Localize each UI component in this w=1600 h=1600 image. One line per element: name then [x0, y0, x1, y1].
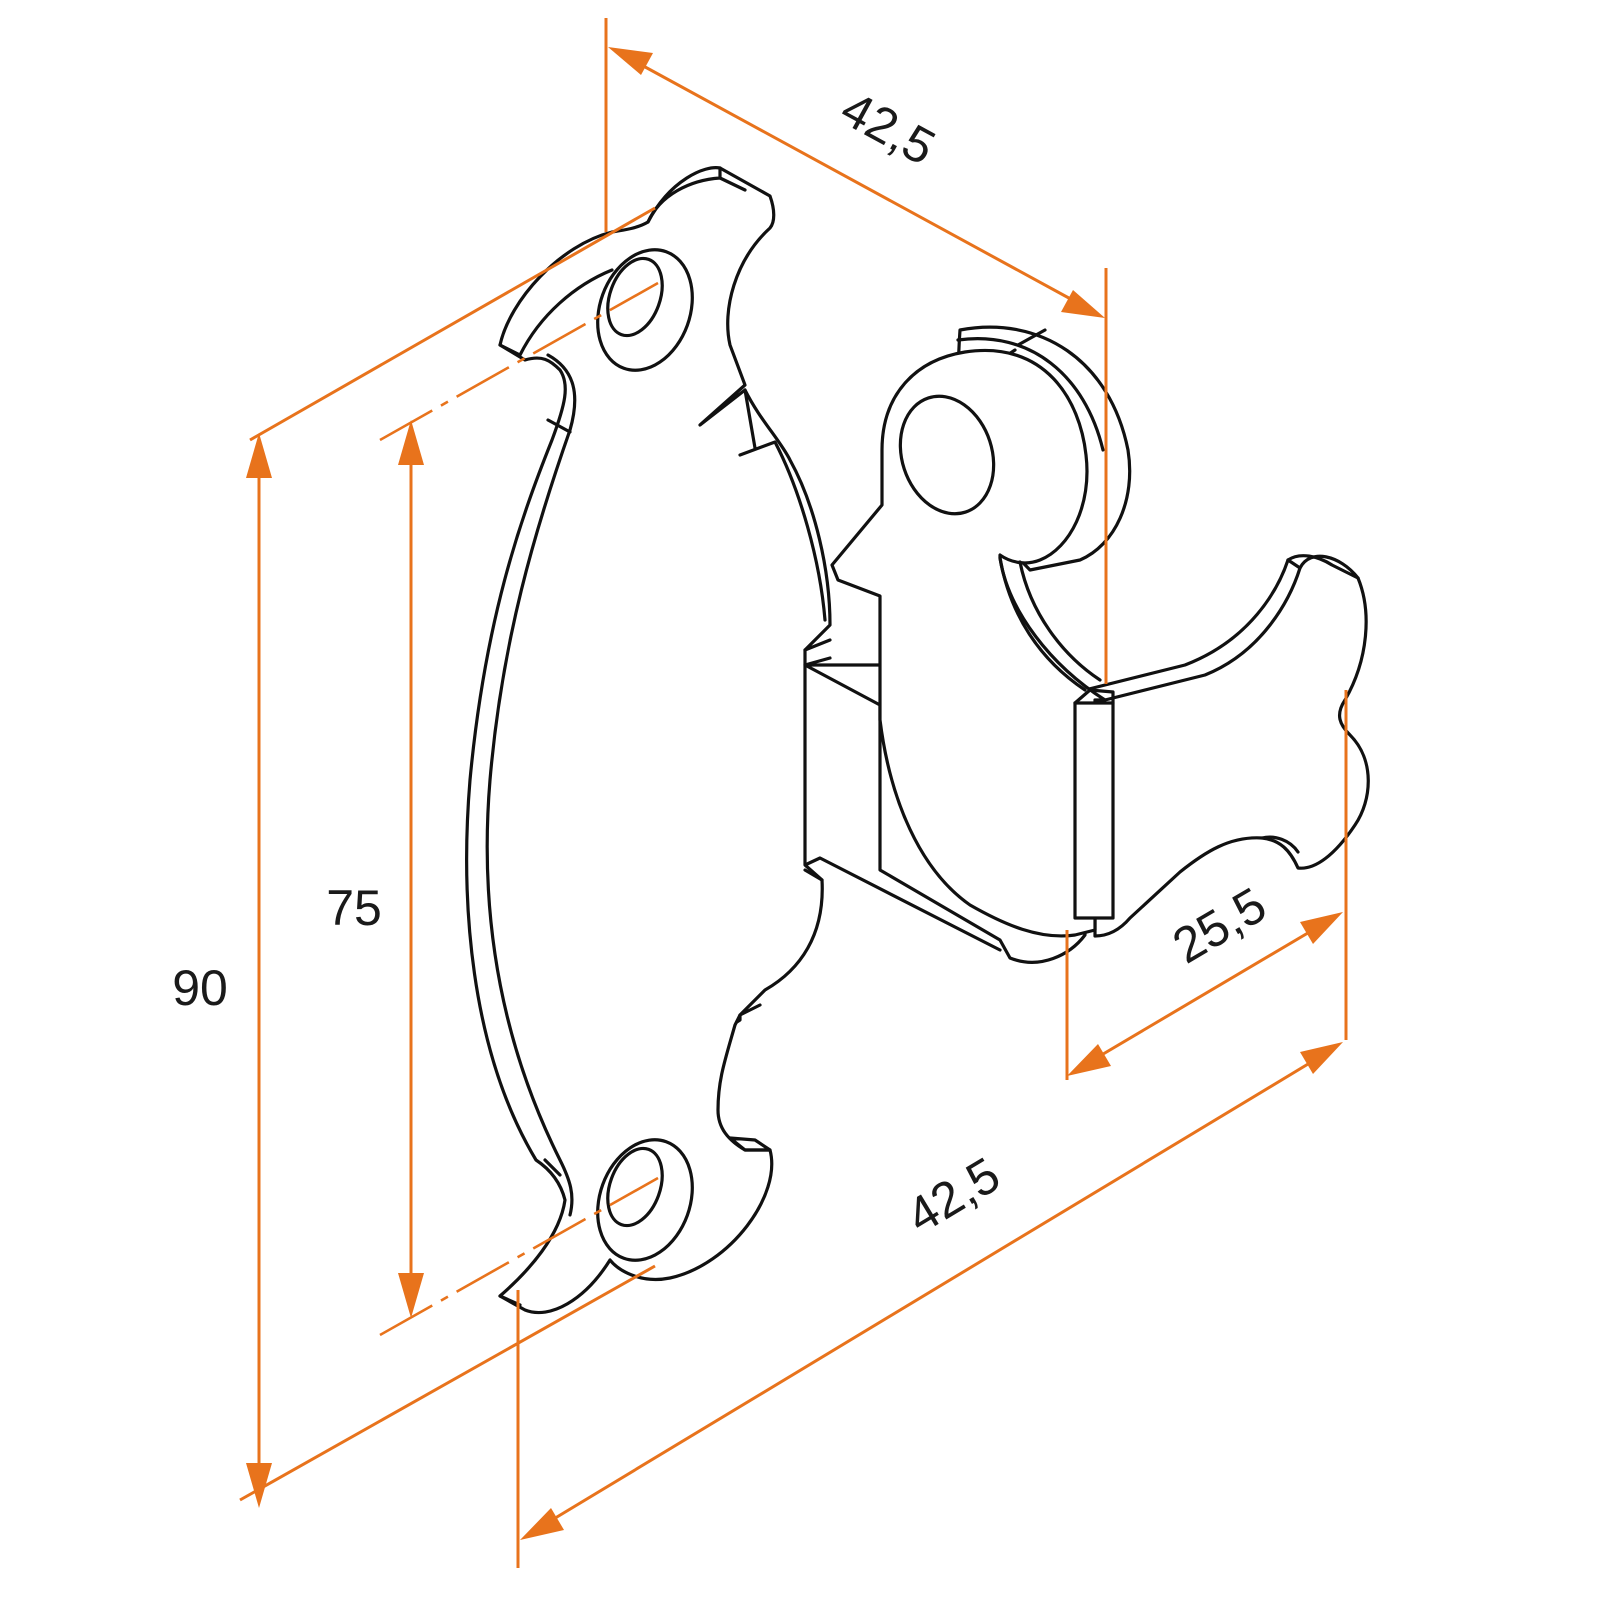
hook-body: [465, 166, 1370, 1315]
rear-hook-arm-notch: [1260, 835, 1300, 854]
arrow-42-5-bottom-right: [1300, 1042, 1343, 1074]
back-plate-right-detail: [738, 388, 832, 1017]
arrow-25-5-right: [1300, 912, 1343, 944]
front-hook-plate-inner-curve-2: [1018, 560, 1102, 682]
rear-hook-arm-tip-face: [1286, 554, 1360, 580]
lower-screw-hole-inner: [606, 1146, 664, 1228]
rear-hook-arm: [1093, 554, 1370, 938]
back-plate-ridge-outer: [485, 353, 577, 1217]
back-plate-ridge-inner: [543, 418, 572, 1177]
ext-line-top-diagonal: [249, 206, 656, 442]
hook-hole: [898, 394, 996, 516]
front-hook-plate: [830, 348, 1107, 938]
dim-label-90: 90: [172, 960, 228, 1016]
dim-label-25-5: 25,5: [1163, 877, 1275, 975]
dim-line-42-5-top: [635, 60, 1079, 305]
arrow-75-top: [398, 420, 424, 465]
dim-label-75: 75: [326, 880, 382, 936]
rear-round-boss-rim: [956, 337, 1105, 452]
rear-hook-arm-top-face: [1083, 558, 1302, 702]
hook-front-bar: [1073, 701, 1115, 920]
ext-line-bottom-diagonal: [239, 1264, 656, 1502]
centerline-lower-hole: [379, 1176, 659, 1337]
arrow-42-5-top-right: [1061, 290, 1105, 318]
arrow-75-bottom: [398, 1273, 424, 1318]
dim-label-42-5-top: 42,5: [832, 80, 944, 176]
arrow-25-5-left: [1067, 1044, 1111, 1076]
arrow-90-bottom: [246, 1463, 272, 1508]
hook-front-bar-top: [1073, 688, 1115, 705]
arrow-90-top: [246, 433, 272, 478]
front-hook-plate-inner-curve: [998, 556, 1087, 692]
arrow-42-5-top-left: [608, 47, 653, 75]
dim-line-42-5-bottom: [546, 1056, 1319, 1525]
back-plate-top-lobe-edge: [498, 166, 747, 357]
centerline-upper-hole: [379, 281, 659, 442]
dimension-layer: [239, 18, 1348, 1568]
neck-bridge-lower-face: [803, 856, 1002, 952]
dim-line-25-5: [1092, 925, 1319, 1062]
dim-label-42-5-bottom: 42,5: [897, 1146, 1009, 1244]
arrow-42-5-bottom-left: [520, 1508, 564, 1540]
